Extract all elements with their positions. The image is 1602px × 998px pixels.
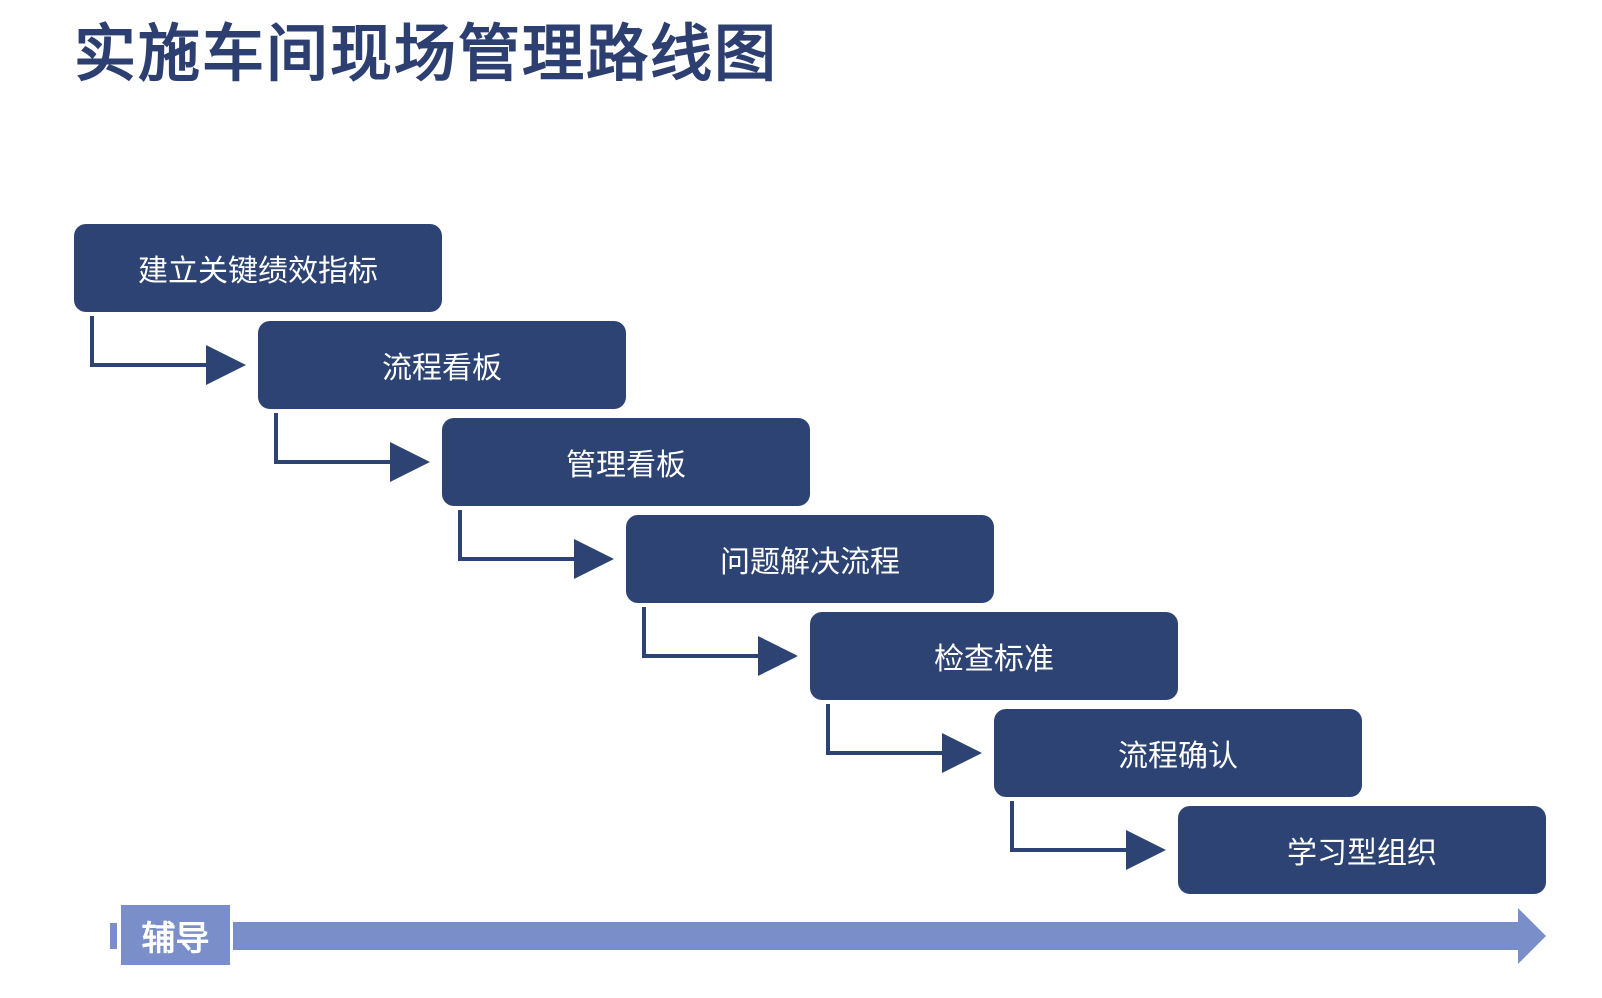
connector-arrow-6	[1010, 801, 1166, 870]
step-box-problem-solving: 问题解决流程	[626, 515, 994, 603]
step-box-kpi: 建立关键绩效指标	[74, 224, 442, 312]
connector-arrow-5	[826, 704, 982, 773]
connector-arrow-2	[274, 413, 430, 482]
coaching-label: 辅导	[121, 905, 230, 965]
connector-arrow-4	[642, 607, 798, 676]
connector-arrow-3	[458, 510, 614, 579]
step-box-inspection-standard: 检查标准	[810, 612, 1178, 700]
step-box-process-confirmation: 流程确认	[994, 709, 1362, 797]
connector-arrow-1	[90, 316, 246, 385]
step-box-process-board: 流程看板	[258, 321, 626, 409]
diagram-title: 实施车间现场管理路线图	[74, 17, 779, 90]
step-box-learning-organization: 学习型组织	[1178, 806, 1546, 894]
timeline-left-stub	[110, 923, 117, 949]
step-box-management-board: 管理看板	[442, 418, 810, 506]
